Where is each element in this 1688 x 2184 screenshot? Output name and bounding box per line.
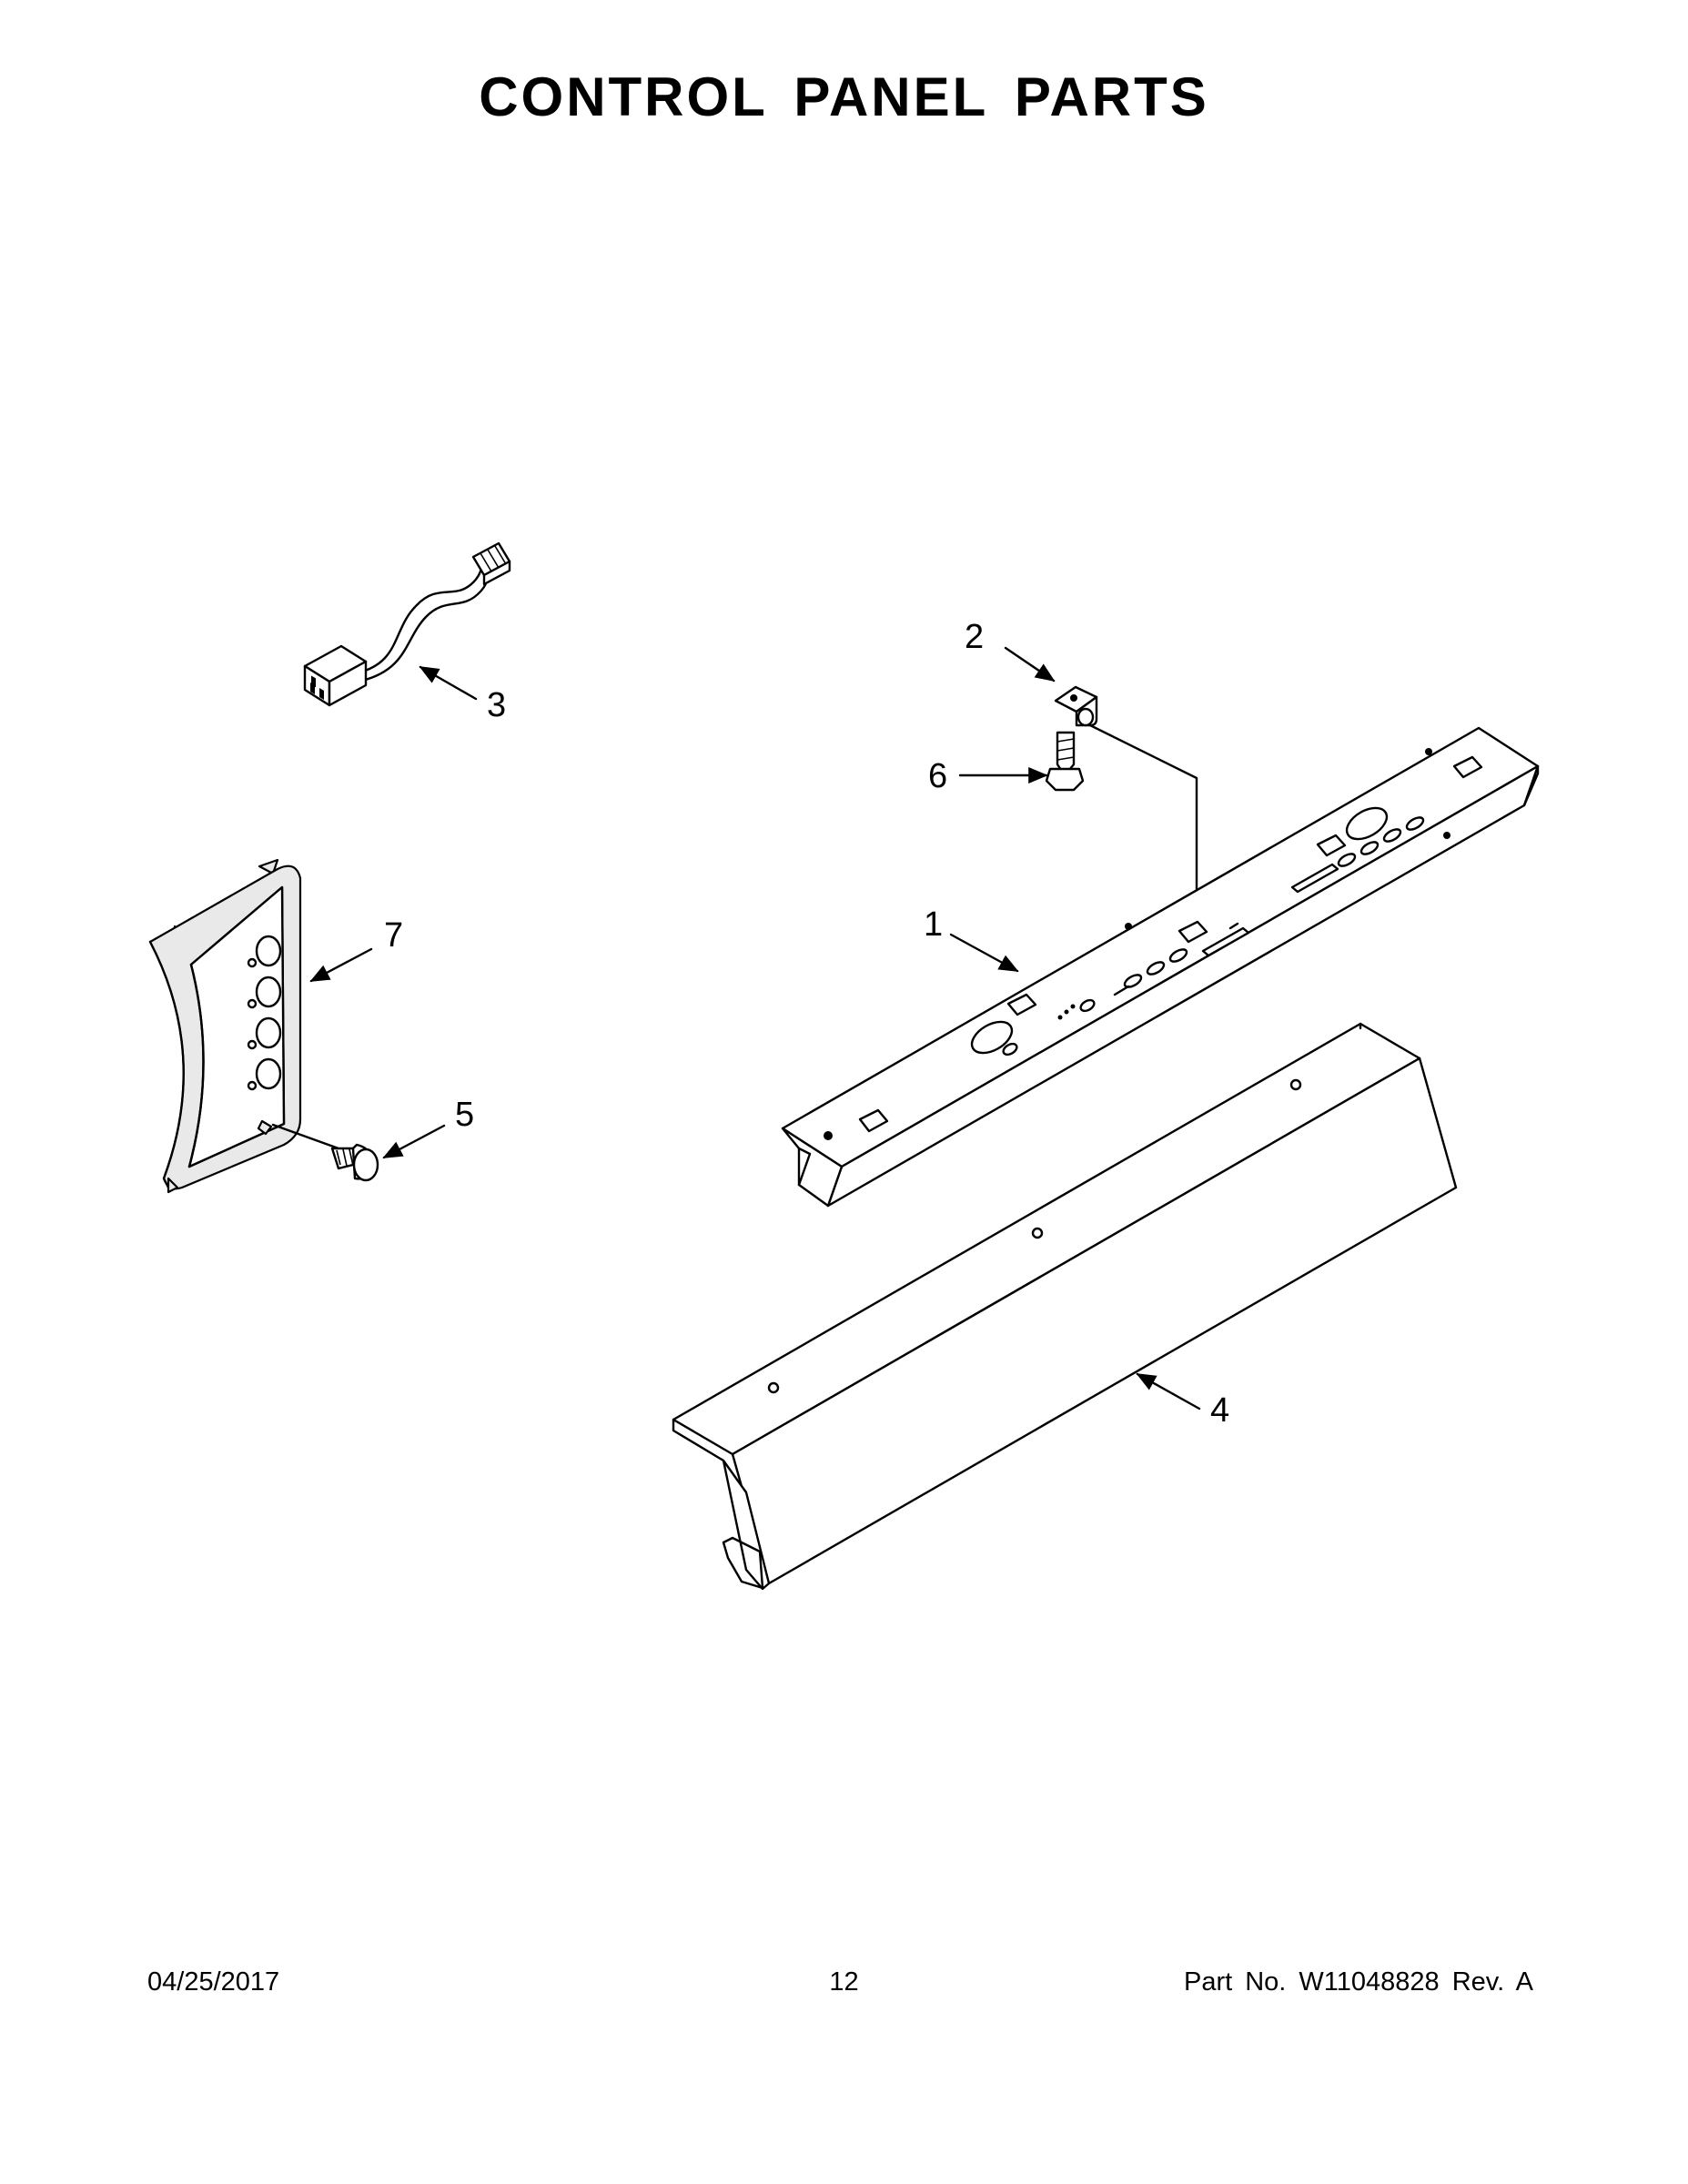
screw-part-6 [1045,731,1085,792]
callout-6: 6 [928,757,947,795]
main-control-panel-part [781,726,1540,1208]
arrow-1 [949,933,1019,973]
arrow-4 [1136,1372,1201,1410]
harness-connector-block [303,644,368,707]
callout-4: 4 [1210,1391,1229,1430]
bracket-part [1054,685,1198,925]
arrow-7 [309,947,373,983]
callout-labels: 2 6 3 7 1 5 4 [384,618,1229,1430]
arrow-5 [382,1124,446,1159]
panel-cutouts [824,748,1483,1140]
footer-date: 04/25/2017 [147,1967,280,1997]
arrow-3 [419,665,478,701]
screw-part-5 [330,1143,379,1182]
footer-part-number: Part No. W11048828 Rev. A [1183,1967,1533,1997]
arrow-2 [1004,646,1056,682]
callout-arrows [309,646,1201,1410]
endcap-button-holes [247,935,282,1091]
harness-connector-small [471,541,511,586]
wire-harness-part [303,541,511,707]
control-panel-endcap-part [148,858,340,1194]
callout-2: 2 [965,618,984,656]
callout-7: 7 [384,916,403,955]
page-title: CONTROL PANEL PARTS [479,66,1209,127]
callout-5: 5 [455,1096,474,1134]
callout-3: 3 [487,686,506,724]
callout-1: 1 [924,905,943,944]
footer-page-number: 12 [829,1967,859,1997]
cover-channel-part [672,1022,1458,1591]
